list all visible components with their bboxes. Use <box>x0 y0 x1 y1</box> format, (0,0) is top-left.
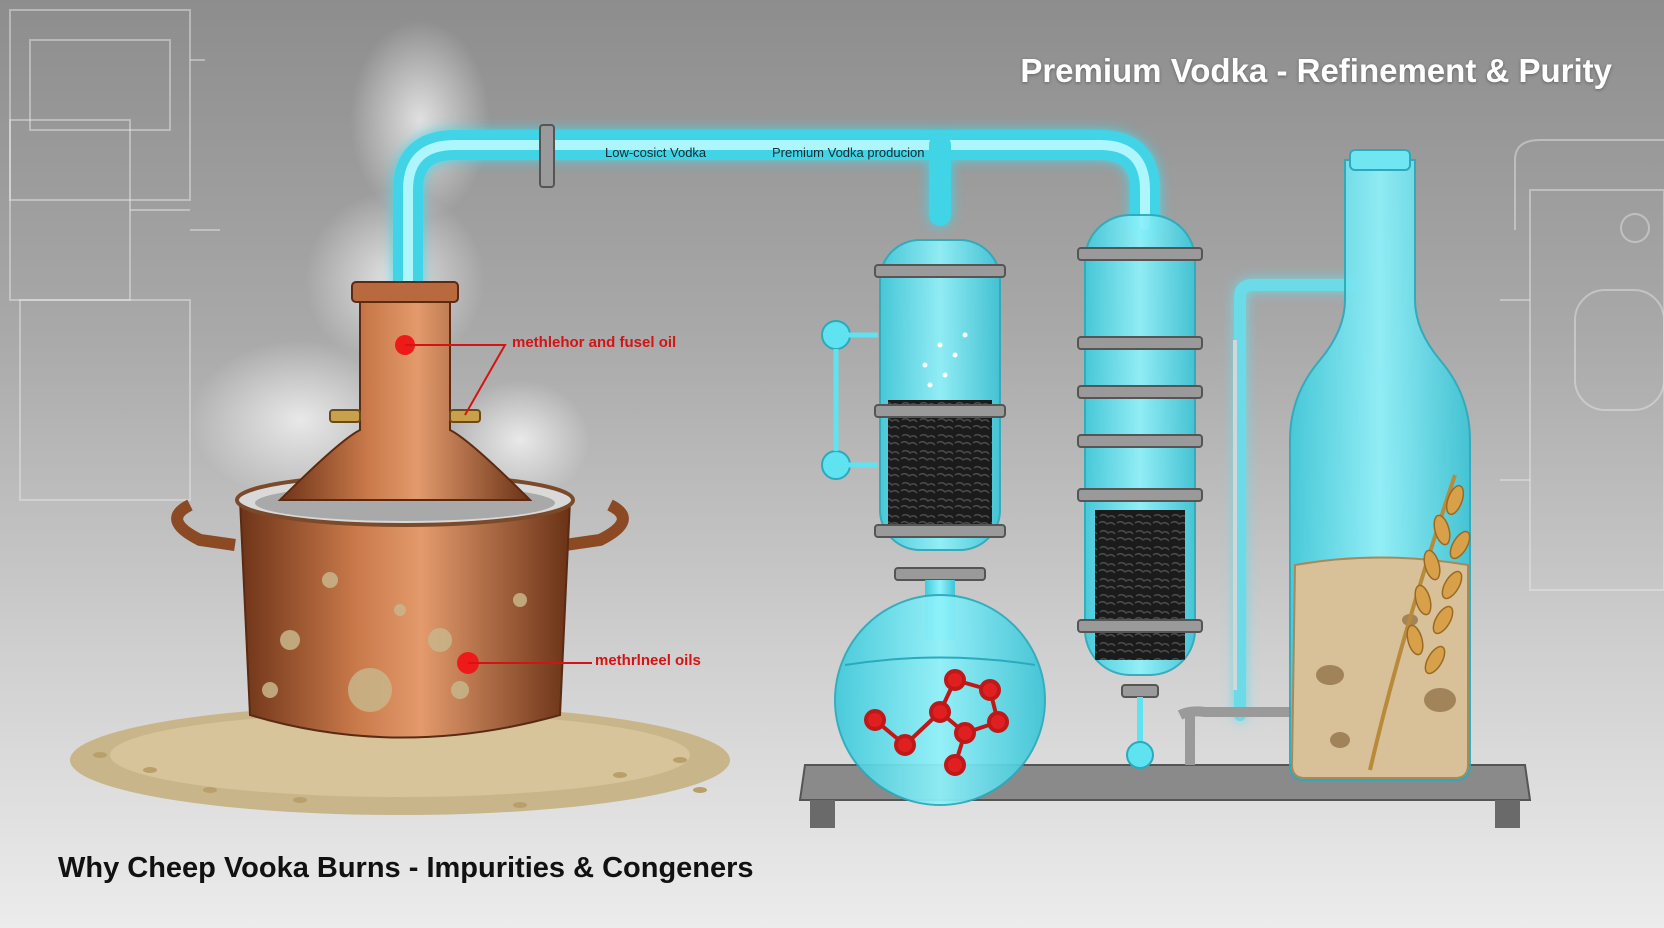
premium-title: Premium Vodka - Refinement & Purity <box>1020 52 1612 89</box>
callout-label-lower: methrlneel oils <box>595 652 701 669</box>
distillation-column <box>1077 214 1310 769</box>
vodka-bottle <box>1289 149 1471 781</box>
callout-lower <box>457 652 592 674</box>
pipe-clamp <box>539 124 555 188</box>
callout-upper <box>395 335 507 416</box>
filter-column <box>821 239 1006 581</box>
glass-pipe <box>393 130 1356 721</box>
wheat-icon <box>1368 474 1471 771</box>
pipe-label-premium: Premium Vodka producion <box>772 145 925 160</box>
grain-pile <box>70 705 730 815</box>
cheap-vodka-title: Why Cheep Vooka Burns - Impurities & Con… <box>58 852 754 884</box>
blueprint-right <box>1500 139 1664 591</box>
pipe-label-low-cost: Low-cosict Vodka <box>605 145 707 160</box>
callout-label-upper: methlehor and fusel oil <box>512 334 677 351</box>
blueprint-left <box>9 9 220 501</box>
round-flask <box>834 580 1046 806</box>
molecule-icon <box>864 669 1009 776</box>
copper-pot-still <box>171 281 629 739</box>
